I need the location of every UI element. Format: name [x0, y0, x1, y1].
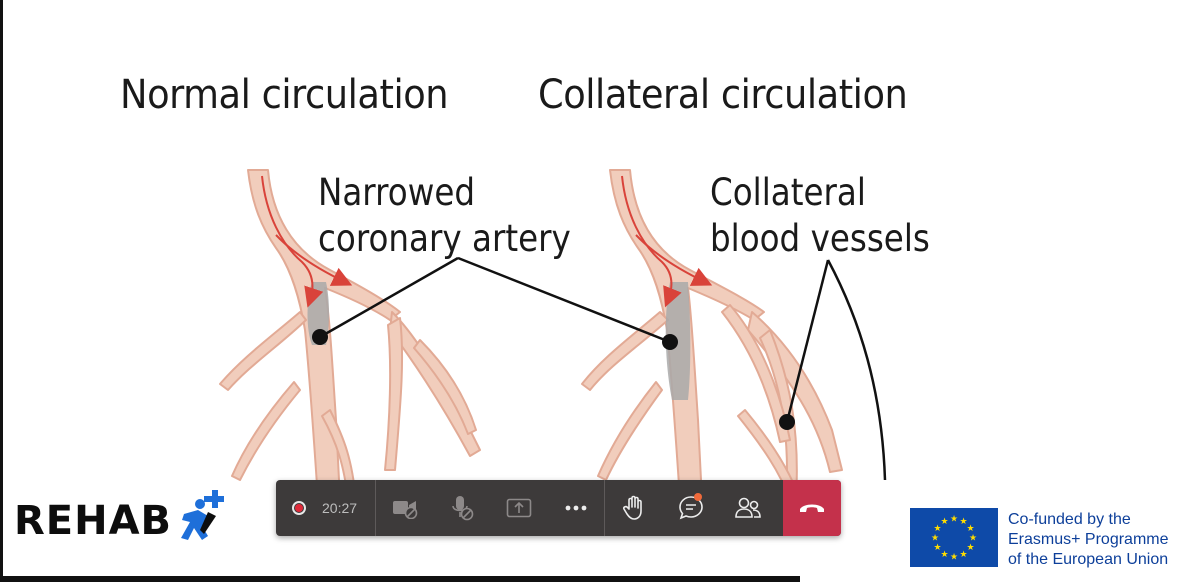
- hand-icon: [622, 495, 642, 520]
- chat-notification-badge: [694, 493, 703, 501]
- eu-flag-icon: ★★★★★★★★★★★★: [910, 508, 998, 567]
- flow-arrow: [275, 234, 353, 286]
- rehab-figure-logo-icon: [178, 490, 226, 551]
- eu-star-icon: ★: [933, 523, 941, 533]
- label-collateral-vessels: Collateral blood vessels: [710, 170, 930, 262]
- screen-edge: [0, 0, 3, 582]
- screen-edge-bottom: [0, 576, 800, 582]
- heading-normal-circulation: Normal circulation: [120, 72, 449, 118]
- eu-star-icon: ★: [966, 542, 974, 552]
- eu-star-icon: ★: [950, 552, 958, 562]
- label-line: Narrowed: [318, 171, 476, 214]
- camera-button[interactable]: [376, 480, 433, 536]
- leader-lines: [319, 256, 887, 481]
- rehab-logo-text: REHAB: [14, 497, 173, 544]
- eu-funding-text: Co-funded by the Erasmus+ Programme of t…: [1008, 510, 1169, 570]
- pointer-dot: [312, 329, 328, 345]
- eu-star-icon: ★: [959, 549, 967, 559]
- eu-star-icon: ★: [933, 542, 941, 552]
- share-button[interactable]: [490, 480, 547, 536]
- eu-star-icon: ★: [950, 514, 958, 524]
- eu-star-icon: ★: [940, 549, 948, 559]
- people-icon: [734, 497, 761, 518]
- more-dots-icon: [565, 505, 586, 511]
- pointer-dot: [779, 414, 795, 430]
- chat-icon: [678, 496, 703, 520]
- eu-text-line: of the European Union: [1008, 551, 1169, 568]
- toolbar-divider: [604, 480, 606, 536]
- label-line: blood vessels: [710, 217, 930, 260]
- eu-star-icon: ★: [969, 533, 977, 543]
- meeting-timer: 20:27: [322, 500, 358, 516]
- rehab-logo: REHAB: [14, 490, 226, 551]
- participants-button[interactable]: [719, 480, 776, 536]
- eu-text-line: Erasmus+ Programme: [1008, 531, 1169, 548]
- eu-star-icon: ★: [959, 516, 967, 526]
- recording-indicator[interactable]: 20:27: [276, 480, 377, 536]
- eu-star-icon: ★: [940, 516, 948, 526]
- hang-up-button[interactable]: [783, 480, 841, 536]
- eu-stars: ★★★★★★★★★★★★: [931, 514, 977, 562]
- flow-arrow: [621, 175, 682, 308]
- flow-arrow: [261, 175, 324, 308]
- eu-funding-badge: ★★★★★★★★★★★★ Co-funded by the Erasmus+ P…: [895, 492, 1200, 578]
- label-narrowed-artery: Narrowed coronary artery: [318, 170, 571, 262]
- eu-text-line: Co-funded by the: [1008, 511, 1131, 528]
- raise-hand-button[interactable]: [605, 480, 662, 536]
- collateral-plaque: [665, 282, 691, 400]
- heading-collateral-circulation: Collateral circulation: [538, 72, 908, 118]
- share-screen-icon: [506, 498, 531, 518]
- eu-star-icon: ★: [931, 533, 939, 543]
- mic-button[interactable]: [433, 480, 490, 536]
- eu-star-icon: ★: [966, 523, 974, 533]
- camera-off-icon: [392, 501, 417, 519]
- flow-arrow: [635, 234, 713, 286]
- more-button[interactable]: [547, 480, 604, 536]
- label-line: Collateral: [710, 171, 866, 214]
- meeting-toolbar: 20:27: [276, 480, 841, 536]
- phone-hangup-icon: [800, 504, 824, 512]
- record-icon: [292, 501, 306, 515]
- pointer-dot: [662, 334, 678, 350]
- mic-off-icon: [451, 496, 473, 521]
- chat-button[interactable]: [662, 480, 719, 536]
- label-line: coronary artery: [318, 217, 571, 260]
